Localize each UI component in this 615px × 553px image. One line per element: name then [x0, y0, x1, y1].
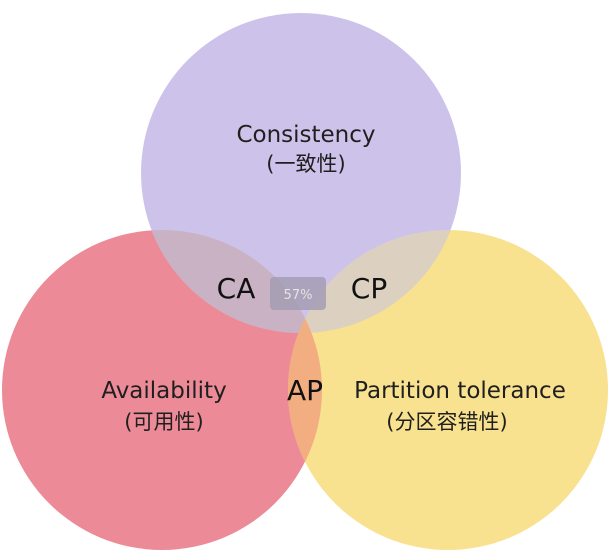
consistency-title: Consistency [236, 122, 375, 148]
zoom-badge: 57% [270, 277, 326, 310]
partition-subtitle: (分区容错性) [386, 410, 507, 434]
availability-subtitle: (可用性) [124, 410, 203, 434]
zoom-badge-label: 57% [284, 288, 313, 303]
zoom-badge-background [270, 277, 326, 310]
partition-title: Partition tolerance [354, 378, 566, 404]
ap-label: AP [287, 374, 323, 407]
cp-overlap-region [288, 230, 461, 333]
ca-label: CA [217, 272, 256, 305]
consistency-subtitle: (一致性) [266, 152, 345, 176]
availability-title: Availability [101, 378, 226, 404]
cp-label: CP [351, 272, 387, 305]
ca-overlap-region [141, 230, 322, 333]
